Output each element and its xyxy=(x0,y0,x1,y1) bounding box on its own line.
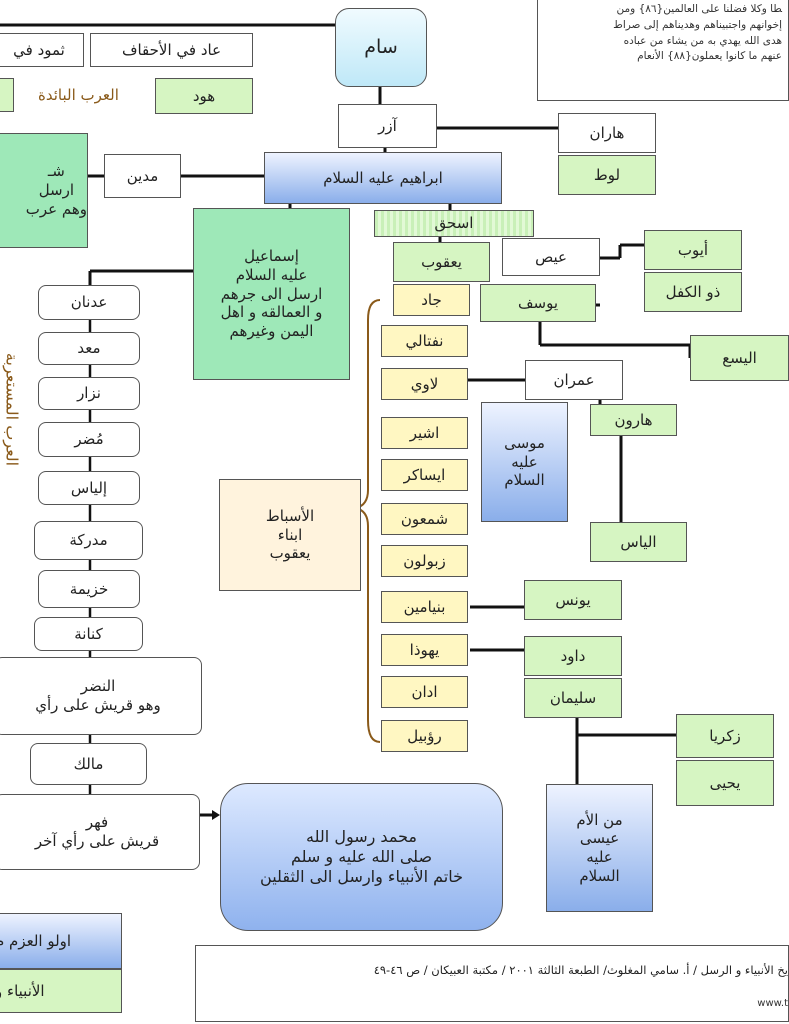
tribe-asher: اشير xyxy=(381,417,468,449)
lineage-mudar: مُضر xyxy=(38,422,140,457)
lineage-ilyas: إلياس xyxy=(38,471,140,505)
node-ayyub: أيوب xyxy=(644,230,742,270)
lineage-nadr: النضر وهو قريش على رأي xyxy=(0,657,202,735)
tribe-yahuda: يهوذا xyxy=(381,634,468,666)
legend-anbiya: الأنبياء و xyxy=(0,969,122,1013)
node-zakariya: زكريا xyxy=(676,714,774,758)
label-arab-baida: العرب البائدة xyxy=(38,86,119,104)
lineage-kinana: كنانة xyxy=(34,617,143,651)
node-ishaq: اسحق xyxy=(374,210,534,237)
tribe-simeon: شمعون xyxy=(381,503,468,535)
node-ays: عيص xyxy=(502,238,600,276)
lineage-khuzayma: خزيمة xyxy=(38,570,140,608)
node-haran: هاران xyxy=(558,113,656,153)
lineage-nizar: نزار xyxy=(38,377,140,410)
node-shuayb: شـ ارسل وهم عرب xyxy=(0,133,88,248)
node-alyasa: اليسع xyxy=(690,335,789,381)
label-arab-mustaariba: العرب المستعربة xyxy=(2,352,22,467)
tribe-gad: جاد xyxy=(393,284,470,316)
node-yunus: يونس xyxy=(524,580,622,620)
node-hud: هود xyxy=(155,78,253,114)
tribe-dan: ادان xyxy=(381,676,468,708)
tribe-benjamin: بنيامين xyxy=(381,591,468,623)
tribe-reuben: رؤبيل xyxy=(381,720,468,752)
node-imran: عمران xyxy=(525,360,623,400)
node-madyan: مدين xyxy=(104,154,181,198)
reference-text: يخ الأنبياء و الرسل / أ. سامي المغلوث/ ا… xyxy=(373,963,788,977)
node-dawud: داود xyxy=(524,636,622,676)
node-ismail: إسماعيل عليه السلام ارسل الى جرهم و العم… xyxy=(193,208,350,380)
reference-box: يخ الأنبياء و الرسل / أ. سامي المغلوث/ ا… xyxy=(195,945,789,1022)
node-sulayman: سليمان xyxy=(524,678,622,718)
node-isa: من الأم عيسى عليه السلام xyxy=(546,784,653,912)
node-harun: هارون xyxy=(590,404,677,436)
node-azar: آزر xyxy=(338,104,437,148)
reference-url: www.t xyxy=(757,998,788,1009)
lineage-mudrika: مدركة xyxy=(34,521,143,560)
lineage-fihr: فهر قريش على رأي آخر xyxy=(0,794,200,870)
lineage-maad: معد xyxy=(38,332,140,365)
node-left-stub xyxy=(0,78,14,112)
node-yahya: يحيى xyxy=(676,760,774,806)
tribe-lawi: لاوي xyxy=(381,368,468,400)
tribe-issachar: ايساكر xyxy=(381,459,468,491)
lineage-malik: مالك xyxy=(30,743,147,785)
quran-verse-box: ﻄﺎ ﻭﻛﻼ ﻓﻀﻠﻨﺎ ﻋﻠﻰ ﺍﻟﻌﺎﻟﻤﻴﻦ{٨٦} ﻭﻣﻦ ﺇﺧﻮﺍﻧﻬ… xyxy=(537,0,789,101)
node-aad: عاد في الأحقاف xyxy=(90,33,253,67)
tribe-zebulun: زبولون xyxy=(381,545,468,577)
node-ilyas-prophet: الياس xyxy=(590,522,687,562)
node-yaqub: يعقوب xyxy=(393,242,490,282)
node-dhulkifl: ذو الكفل xyxy=(644,272,742,312)
lineage-adnan: عدنان xyxy=(38,285,140,320)
node-yusuf: يوسف xyxy=(480,284,596,322)
node-thamud: ثمود في xyxy=(0,33,84,67)
node-lut: لوط xyxy=(558,155,656,195)
tribe-naftali: نفتالي xyxy=(381,325,468,357)
node-musa: موسى عليه السلام xyxy=(481,402,568,522)
legend-ulul-azm: اولو العزم م xyxy=(0,913,122,969)
node-asbat: الأسباط ابناء يعقوب xyxy=(219,479,361,591)
node-ibrahim: ابراهيم عليه السلام xyxy=(264,152,502,204)
node-muhammad: محمد رسول الله صلى الله عليه و سلم خاتم … xyxy=(220,783,503,931)
node-sam: سام xyxy=(335,8,427,87)
